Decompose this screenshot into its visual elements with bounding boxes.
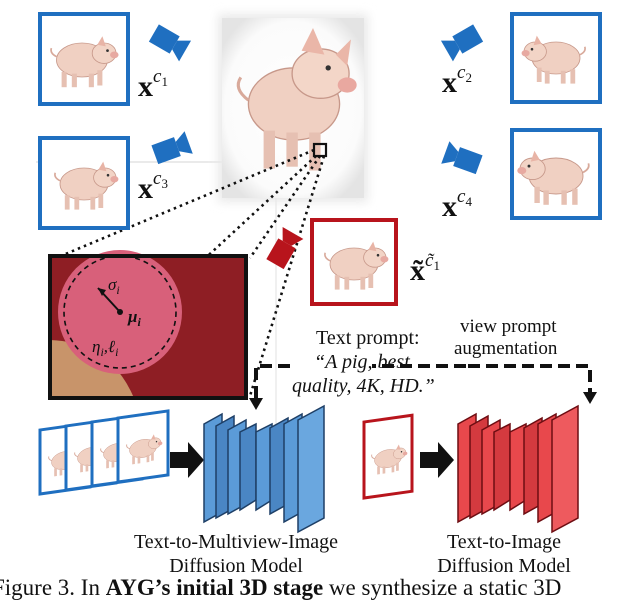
- text-to-image-diffusion-model: [457, 404, 579, 534]
- mv-model-label-line2: Diffusion Model: [169, 555, 303, 577]
- t2i-model-label-line2: Diffusion Model: [437, 555, 571, 577]
- eta-symbol: η: [92, 337, 100, 356]
- view-thumb-c3: [38, 136, 130, 230]
- caption-suffix: we synthesize a static 3D: [323, 575, 562, 600]
- arrow-icon: [420, 442, 454, 478]
- view-prompt-line1: view prompt: [460, 316, 557, 337]
- arrow-head: [583, 392, 597, 404]
- gaussian-zoom: σi μi ηi,ℓi: [48, 250, 248, 400]
- view-thumb-c2: [510, 12, 602, 104]
- text-prompt: Text prompt: “A pig, best quality, 4K, H…: [292, 327, 435, 397]
- mu-symbol: μ: [127, 307, 137, 326]
- view-label-c2: xc2: [442, 62, 472, 99]
- sigma-symbol: σ: [108, 275, 117, 294]
- ell-symbol: ℓ: [108, 337, 115, 356]
- comma: ,: [104, 337, 108, 356]
- view-label-c4: xc4: [442, 186, 472, 223]
- svg-text:μi: μi: [127, 307, 141, 329]
- view-label-c1: xc1: [138, 66, 168, 103]
- mv-model-label-line1: Text-to-Multiview-Image: [134, 531, 338, 553]
- multiview-diffusion-model: [203, 404, 325, 534]
- sigma-sub: i: [116, 283, 119, 297]
- view-label-augmented: x̃c̃1: [410, 250, 440, 287]
- text-prompt-line1: “A pig, best: [314, 351, 410, 373]
- camera-icon: [147, 22, 192, 62]
- view-label-c3: xc3: [138, 168, 168, 205]
- caption-prefix: Figure 3. In: [0, 575, 106, 600]
- view-thumb-c4: [510, 128, 602, 220]
- view-thumb-c1: [38, 12, 130, 106]
- arrow-head: [249, 398, 263, 410]
- camera-icon: [150, 131, 193, 167]
- view-thumb-augmented: [310, 218, 398, 306]
- svg-text:ηi,ℓi: ηi,ℓi: [92, 337, 118, 359]
- t2i-model-label-line1: Text-to-Image: [447, 531, 561, 553]
- prompt-arrows: [254, 364, 592, 402]
- camera-icon: [264, 226, 304, 271]
- figure-caption: Figure 3. In AYG’s initial 3D stage we s…: [0, 575, 634, 601]
- single-view-input: [362, 413, 414, 500]
- text-prompt-heading: Text prompt:: [316, 327, 420, 349]
- multiview-inputs: [38, 409, 170, 496]
- ell-sub: i: [115, 345, 118, 359]
- mu-sub: i: [137, 315, 141, 329]
- text-prompt-line2: quality, 4K, HD.”: [292, 375, 435, 397]
- eta-sub: i: [100, 345, 103, 359]
- arrow-icon: [170, 442, 204, 478]
- view-prompt-line2: augmentation: [454, 338, 558, 359]
- svg-text:σi: σi: [108, 275, 120, 297]
- camera-icon: [440, 22, 485, 62]
- view-prompt: view prompt augmentation: [454, 316, 558, 359]
- center-render: [218, 14, 368, 202]
- camera-icon: [441, 141, 484, 177]
- caption-bold: AYG’s initial 3D stage: [105, 575, 324, 600]
